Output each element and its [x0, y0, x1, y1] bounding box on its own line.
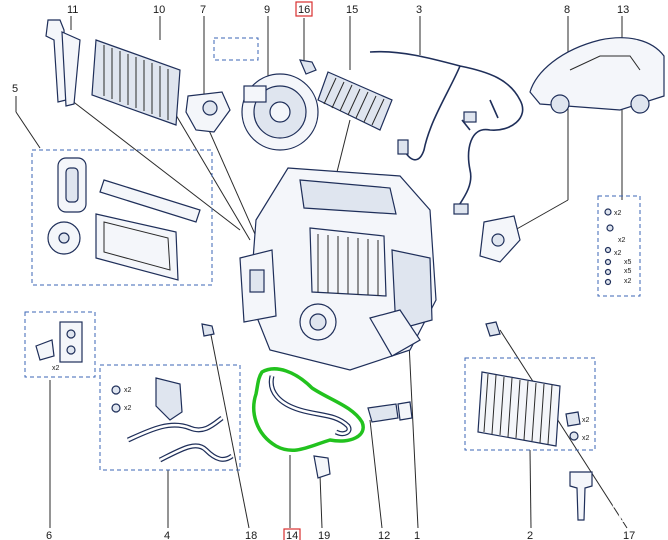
callout-13: 13 [617, 4, 629, 16]
harness-plug-b [453, 203, 469, 215]
group-box-13 [597, 195, 641, 297]
clip-part-19 [313, 455, 331, 479]
callout-5: 5 [12, 83, 18, 95]
evaporator-fins [483, 373, 553, 445]
evaporator-clip [565, 411, 581, 427]
group-box-6 [24, 311, 96, 378]
blower-connector [243, 85, 267, 103]
qty-2: x2 [582, 417, 590, 424]
harness-plug-a [463, 111, 477, 123]
qty-13a: x2 [614, 210, 622, 217]
bolt-part-17 [569, 471, 593, 521]
callout-6: 6 [46, 530, 52, 540]
group-box-2 [464, 357, 596, 451]
gasket-strip-part-5 [99, 179, 201, 223]
group-box-4 [99, 364, 241, 471]
callout-7: 7 [200, 4, 206, 16]
callout-10: 10 [153, 4, 165, 16]
valve-port-b [66, 345, 76, 355]
group-box-9 [213, 37, 259, 61]
car-windows [569, 55, 641, 71]
callout-8: 8 [564, 4, 570, 16]
qty-13b: x2 [618, 237, 626, 244]
sensor-part-12 [367, 403, 399, 423]
callout-12: 12 [378, 530, 390, 540]
callout-2: 2 [527, 530, 533, 540]
qty-13f: x2 [624, 278, 632, 285]
grommet-hole [58, 232, 70, 244]
harness-plug-c [397, 139, 409, 155]
valve-port-a [66, 329, 76, 339]
car-silhouette [529, 37, 665, 111]
callout-19: 19 [318, 530, 330, 540]
group-box-5 [31, 149, 213, 286]
housing-top-vent [299, 179, 397, 215]
qty-6: x2 [52, 365, 60, 372]
callout-15: 15 [346, 4, 358, 16]
frame-seal-inner [103, 221, 171, 271]
callout-16: 16 [298, 4, 310, 16]
fastener-set-13: x2 x2 x2 x5 x5 x2 [604, 208, 632, 286]
callout-9: 9 [264, 4, 270, 16]
hose-bracket-part-4 [155, 377, 183, 421]
qty-13e: x5 [624, 268, 632, 275]
callout-11: 11 [67, 4, 78, 16]
callout-4: 4 [164, 530, 170, 540]
oring-4b [111, 403, 121, 413]
housing-motor-boss-core [309, 313, 327, 331]
bracket-part-11 [45, 19, 67, 103]
hose-part-4b [158, 443, 234, 463]
housing-lower-bracket [369, 309, 421, 357]
evaporator-part-2 [477, 371, 561, 447]
callout-14-highlight-box [283, 528, 301, 540]
blower-inlet-slot [249, 269, 265, 293]
callout-18: 18 [245, 530, 257, 540]
evaporator-oring [569, 431, 579, 441]
valve-clip [35, 339, 55, 361]
qty-13d: x5 [624, 259, 632, 266]
bolt-part-17a [485, 321, 501, 337]
grille-slats [323, 77, 385, 126]
filter-pleats [103, 45, 169, 120]
screw-part-18 [201, 323, 215, 337]
qty-13c: x2 [614, 250, 622, 257]
actuator-gear [202, 100, 218, 116]
oring-4a [111, 385, 121, 395]
qty-2b: x2 [582, 435, 590, 442]
bracket-part-11b [61, 31, 81, 107]
screw-part-16 [299, 59, 317, 75]
frame-seal-part-5 [95, 213, 179, 281]
housing-side-flap [391, 249, 433, 331]
car-wheel-rear [630, 94, 650, 114]
seal-part-5a-inner [65, 167, 79, 203]
qty-4a: x2 [124, 387, 132, 394]
wiring-harness-part-3 [369, 50, 524, 211]
part-14-highlight-outline [252, 367, 365, 452]
callout-16-highlight-box [295, 1, 313, 17]
callout-14: 14 [286, 530, 298, 540]
car-wheel-front [550, 94, 570, 114]
qty-4b: x2 [124, 405, 132, 412]
watermark-avito: Avito [584, 503, 639, 528]
actuator-8-gear [491, 233, 505, 247]
callout-1: 1 [414, 530, 420, 540]
expansion-valve-part-6 [59, 321, 83, 363]
blower-hub [269, 101, 291, 123]
callout-3: 3 [416, 4, 422, 16]
sensor-plug [397, 401, 413, 421]
heater-core-fins [317, 234, 379, 296]
callout-17: 17 [623, 530, 635, 540]
